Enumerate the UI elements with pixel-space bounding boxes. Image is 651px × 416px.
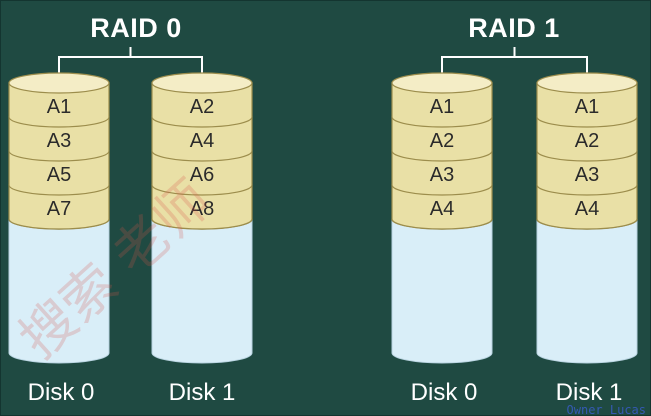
raid0-disk1-body (151, 218, 253, 364)
raid1-disk0-block-3 (391, 184, 493, 230)
raid0-title: RAID 0 (90, 13, 182, 43)
raid0-disk1-block-3 (151, 184, 253, 230)
raid1-disk1-block-label: A2 (575, 130, 599, 152)
raid1-disk0-block-label: A3 (430, 164, 454, 186)
raid0-disk0-block-3 (8, 184, 110, 230)
raid1-disk1-block-label: A4 (575, 198, 599, 220)
raid1-title: RAID 1 (468, 13, 560, 43)
raid0-disk0-block-label: A1 (47, 96, 71, 118)
raid1-disk0-top-cap (391, 72, 493, 94)
raid0-disk1-block-label: A8 (190, 198, 214, 220)
raid1-disk1-block-2 (536, 150, 638, 196)
raid1-disk1-label: Disk 1 (555, 379, 623, 406)
raid1-disk0-body (391, 218, 493, 364)
raid0-connector-line (58, 56, 203, 73)
raid0-disk1-block-label: A6 (190, 164, 214, 186)
raid1-disk0-label: Disk 0 (410, 379, 478, 406)
watermark-text: Owner Lucas (566, 403, 646, 416)
raid1-disk0-block-0 (391, 82, 493, 128)
raid1-disk1-top-cap (536, 72, 638, 94)
raid0-disk0-block-label: A5 (47, 164, 71, 186)
raid1-disk0-block-label: A4 (430, 198, 454, 220)
raid1-disk0-block-1 (391, 116, 493, 162)
raid0-disk1-top-cap (151, 72, 253, 94)
raid0-disk1-block-0 (151, 82, 253, 128)
raid1-disk1-block-1 (536, 116, 638, 162)
raid1-disk0-block-2 (391, 150, 493, 196)
raid0-disk1-block-label: A2 (190, 96, 214, 118)
raid1-disk1-block-0 (536, 82, 638, 128)
raid1-disk1-block-label: A1 (575, 96, 599, 118)
raid0-disk0-block-label: A7 (47, 198, 71, 220)
raid0-disk1-block-1 (151, 116, 253, 162)
raid0-disk0-block-2 (8, 150, 110, 196)
raid0-disk0-block-0 (8, 82, 110, 128)
raid1-disk1-body (536, 218, 638, 364)
raid1-disk0-block-label: A1 (430, 96, 454, 118)
raid0-disk0-top-cap (8, 72, 110, 94)
raid0-disk0-body (8, 218, 110, 364)
raid0-disk1-block-label: A4 (190, 130, 214, 152)
raid0-disk1-label: Disk 1 (168, 379, 236, 406)
raid1-disk1-block-label: A3 (575, 164, 599, 186)
raid1-disk0-block-label: A2 (430, 130, 454, 152)
raid0-disk0-block-label: A3 (47, 130, 71, 152)
raid0-disk0-block-1 (8, 116, 110, 162)
raid1-disk1-block-3 (536, 184, 638, 230)
raid0-disk0-label: Disk 0 (27, 379, 95, 406)
raid1-connector-line (441, 56, 588, 73)
raid0-disk1-block-2 (151, 150, 253, 196)
